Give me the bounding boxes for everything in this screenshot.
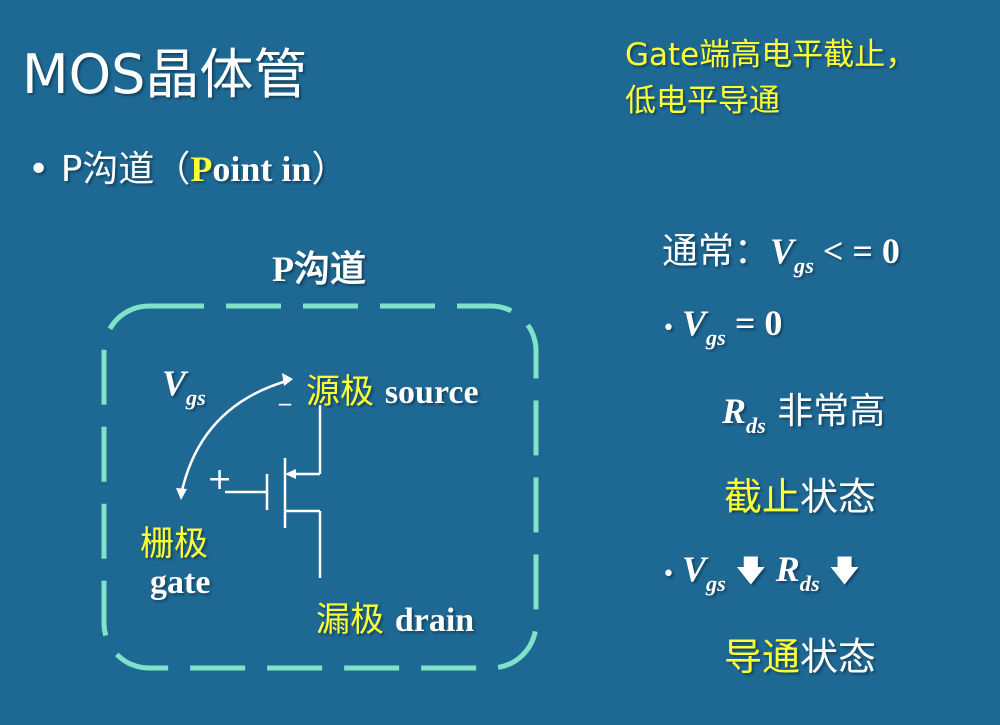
- plus-sign: +: [207, 462, 233, 497]
- gate-label-cn: 栅极: [140, 524, 208, 564]
- source-label: 源极 source: [306, 372, 479, 412]
- bullet-prefix: P沟道（: [60, 149, 191, 190]
- bullet-vgs-down: • Vgs 🡇 Rds 🡇: [662, 549, 861, 597]
- note-line1: Gate端高电平截止，: [625, 37, 917, 73]
- bullet-rest: oint in: [212, 149, 312, 189]
- rds-high: Rds 非常高: [722, 391, 886, 439]
- on-state: 导通状态: [724, 635, 877, 679]
- down-arrow-icon: 🡇: [725, 554, 776, 589]
- source-arrow-head: [285, 469, 296, 479]
- normally-line: 通常：Vgs < = 0: [662, 231, 900, 279]
- cutoff-state: 截止状态: [724, 475, 877, 519]
- down-arrow-icon: 🡇: [819, 554, 861, 589]
- slide-title: MOS晶体管: [22, 43, 308, 106]
- bullet-p-channel: • P沟道（Point in）: [28, 140, 347, 192]
- bullet-highlight: P: [190, 149, 213, 189]
- note-text: Gate端高电平截止， 低电平导通: [625, 32, 916, 124]
- diagram-title: P沟道: [272, 249, 366, 289]
- gate-label-en: gate: [150, 564, 211, 601]
- bullet-vgs-zero: • Vgs = 0: [662, 303, 783, 351]
- vgs-arrow-head-top: [282, 373, 293, 386]
- drain-label: 漏极 drain: [316, 600, 475, 640]
- note-line2: 低电平导通: [625, 83, 780, 119]
- minus-sign: _: [279, 378, 291, 406]
- bullet-dot: •: [28, 149, 61, 190]
- dashed-frame: [101, 303, 539, 671]
- vgs-label: Vgs: [162, 363, 206, 411]
- vgs-arrow-head-bottom: [176, 488, 187, 500]
- bullet-suffix: ）: [311, 149, 348, 190]
- mosfet-symbol: [179, 378, 322, 578]
